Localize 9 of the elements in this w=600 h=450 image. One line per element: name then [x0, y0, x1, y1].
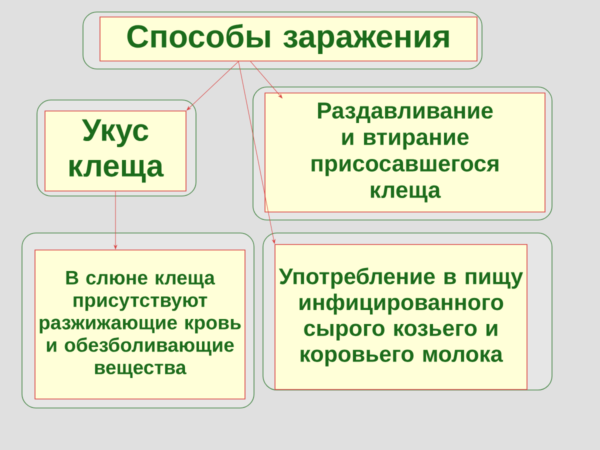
arrow	[250, 61, 282, 98]
arrow	[238, 61, 276, 244]
arrow	[114, 191, 118, 250]
text-box: Укус клеща	[44, 110, 186, 192]
text-box: Употребление в пищу инфицированного сырого козьего и коровьего молока	[274, 244, 528, 390]
text-box: Раздавливание и втирание присосавшегося клеща	[264, 92, 546, 212]
text-box: В слюне клеща присутствуют разжижающие кровь и обезболивающие вещества	[34, 250, 246, 400]
title-box: Способы заражения	[100, 16, 478, 62]
arrow	[186, 61, 239, 110]
